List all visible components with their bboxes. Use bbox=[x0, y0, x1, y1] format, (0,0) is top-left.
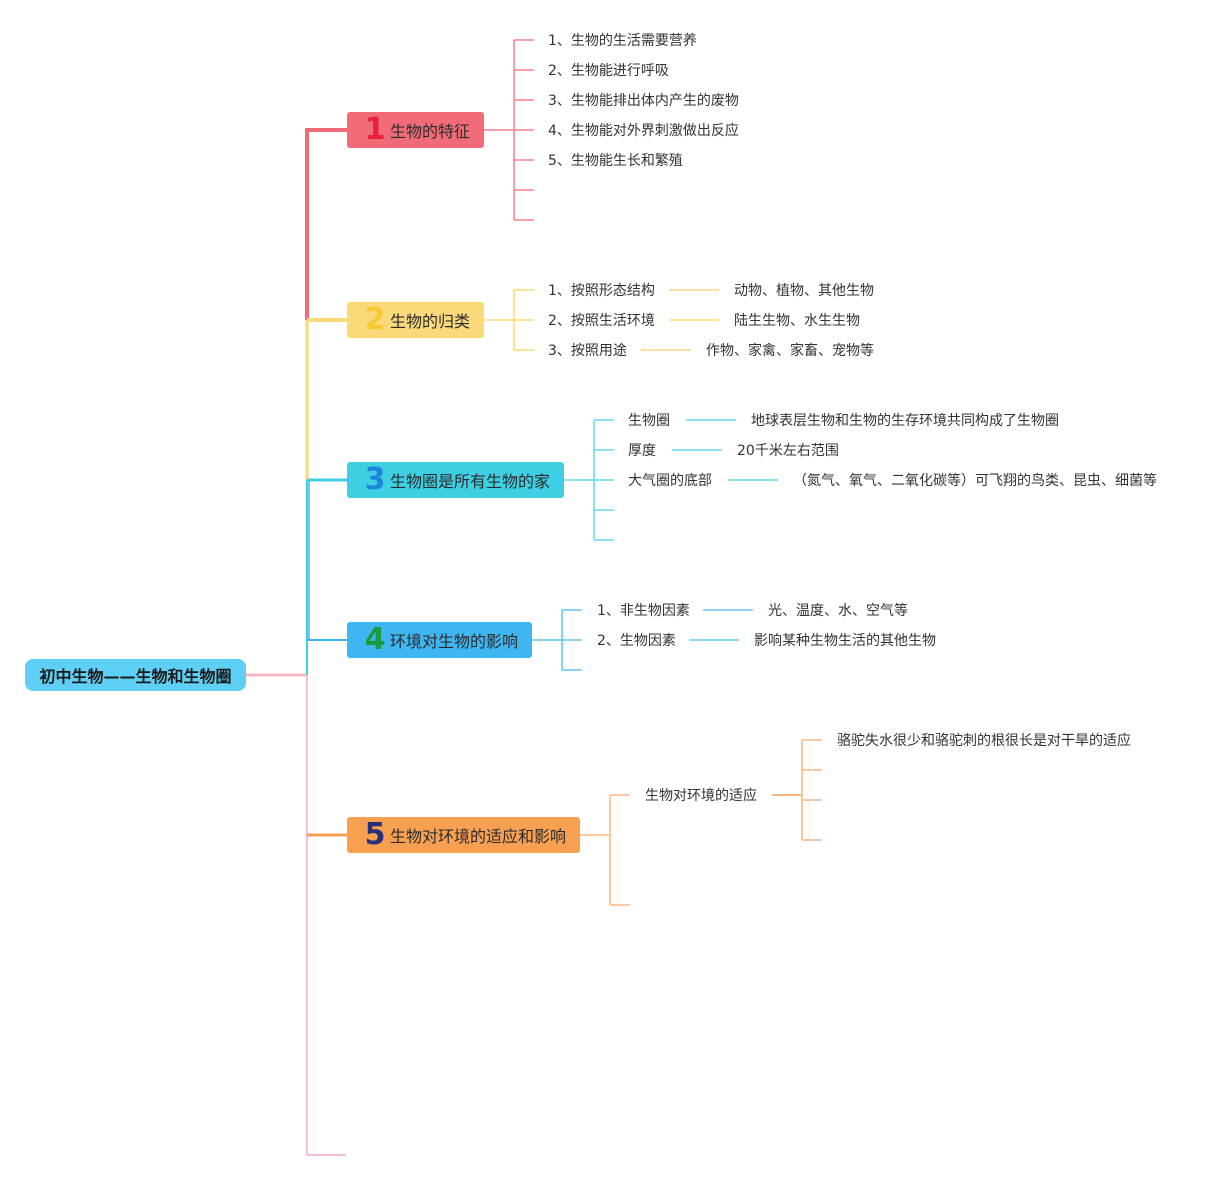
branch-3-item-2-label[interactable]: 厚度 bbox=[628, 443, 656, 459]
branch-4-node[interactable]: 4 环境对生物的影响 bbox=[347, 622, 532, 658]
branch-3-label: 生物圈是所有生物的家 bbox=[390, 472, 551, 491]
branch-1-item-1[interactable]: 1、生物的生活需要营养 bbox=[548, 33, 697, 49]
root-node[interactable]: 初中生物——生物和生物圈 bbox=[25, 659, 246, 691]
branch-2-item-3-detail[interactable]: 作物、家禽、家畜、宠物等 bbox=[706, 343, 874, 359]
branch-1-item-3[interactable]: 3、生物能排出体内产生的废物 bbox=[548, 93, 739, 109]
branch-1-label: 生物的特征 bbox=[390, 122, 471, 141]
branch-1-item-2[interactable]: 2、生物能进行呼吸 bbox=[548, 63, 669, 79]
branch-4-item-2-label[interactable]: 2、生物因素 bbox=[597, 633, 676, 649]
branch-5-item-1-label[interactable]: 生物对环境的适应 bbox=[645, 788, 757, 804]
branch-3-item-3-detail[interactable]: （氮气、氧气、二氧化碳等）可飞翔的鸟类、昆虫、细菌等 bbox=[793, 473, 1157, 489]
branch-4-item-1-label[interactable]: 1、非生物因素 bbox=[597, 603, 690, 619]
branch-3-node[interactable]: 3 生物圈是所有生物的家 bbox=[347, 462, 564, 498]
branch-5-label: 生物对环境的适应和影响 bbox=[390, 827, 567, 846]
branch-3-item-2-detail[interactable]: 20千米左右范围 bbox=[737, 443, 839, 459]
branch-2-label: 生物的归类 bbox=[390, 312, 471, 331]
branch-4-number: 4 bbox=[364, 622, 386, 657]
branch-4-label: 环境对生物的影响 bbox=[390, 632, 519, 651]
branch-3-item-1-detail[interactable]: 地球表层生物和生物的生存环境共同构成了生物圈 bbox=[751, 413, 1059, 429]
branch-3-item-3-label[interactable]: 大气圈的底部 bbox=[628, 473, 712, 489]
branch-2-item-2-label[interactable]: 2、按照生活环境 bbox=[548, 313, 655, 329]
branch-1-number: 1 bbox=[364, 112, 386, 147]
branch-2-item-3-label[interactable]: 3、按照用途 bbox=[548, 343, 627, 359]
branch-4-item-2-detail[interactable]: 影响某种生物生活的其他生物 bbox=[754, 633, 936, 649]
branch-1-item-4[interactable]: 4、生物能对外界刺激做出反应 bbox=[548, 123, 739, 139]
branch-2-item-1-label[interactable]: 1、按照形态结构 bbox=[548, 283, 655, 299]
branch-5-number: 5 bbox=[364, 817, 386, 852]
branch-2-number: 2 bbox=[364, 302, 386, 337]
branch-3-number: 3 bbox=[364, 462, 386, 497]
branch-1-item-5[interactable]: 5、生物能生长和繁殖 bbox=[548, 153, 683, 169]
branch-2-item-1-detail[interactable]: 动物、植物、其他生物 bbox=[734, 283, 874, 299]
branch-2-node[interactable]: 2 生物的归类 bbox=[347, 302, 484, 338]
branch-5-node[interactable]: 5 生物对环境的适应和影响 bbox=[347, 817, 580, 853]
branch-2-item-2-detail[interactable]: 陆生生物、水生生物 bbox=[734, 313, 860, 329]
branch-3-item-1-label[interactable]: 生物圈 bbox=[628, 413, 670, 429]
branch-1-node[interactable]: 1 生物的特征 bbox=[347, 112, 484, 148]
branch-4-item-1-detail[interactable]: 光、温度、水、空气等 bbox=[768, 603, 908, 619]
branch-5-item-1-detail[interactable]: 骆驼失水很少和骆驼刺的根很长是对干旱的适应 bbox=[837, 733, 1131, 749]
